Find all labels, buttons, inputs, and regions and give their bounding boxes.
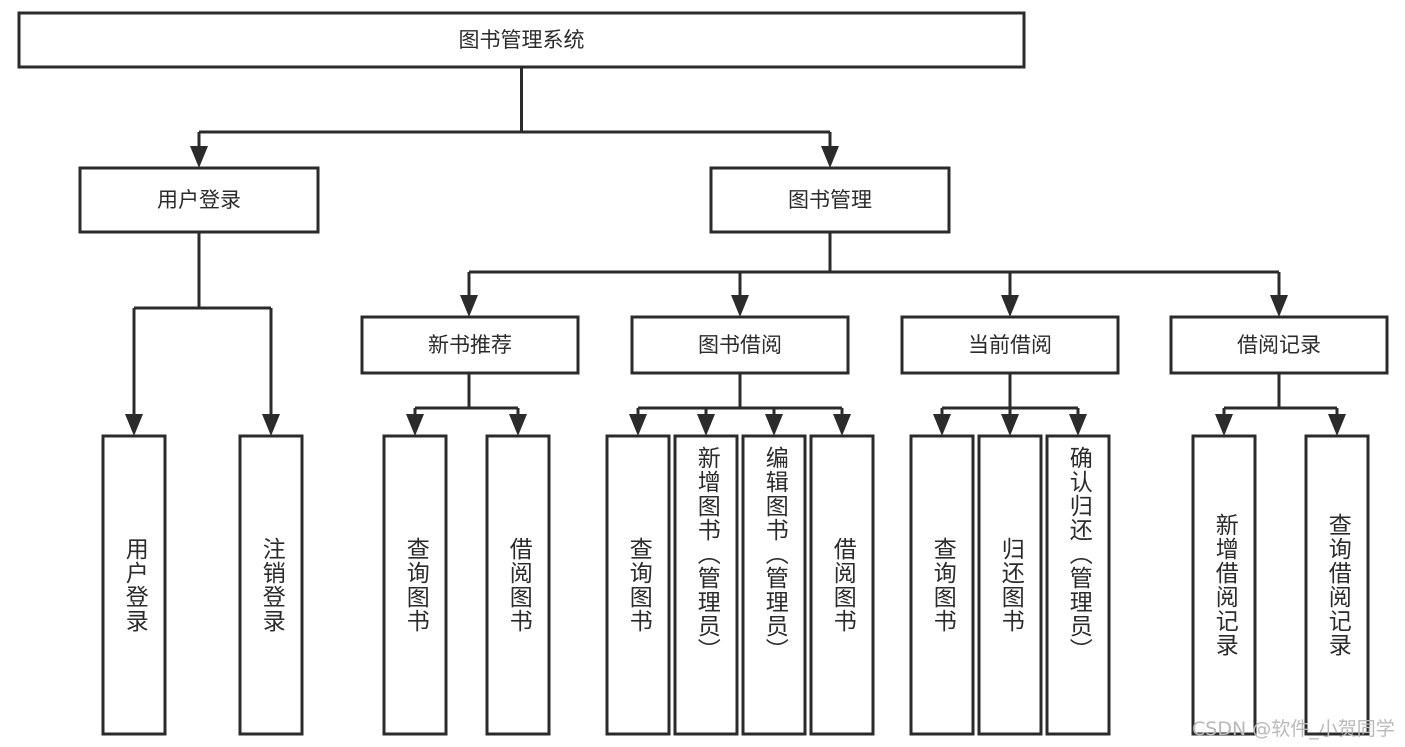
connector-layer — [125, 67, 1346, 436]
leaf-box-layer — [101, 434, 1370, 736]
leaf-box-edit-book[interactable] — [741, 434, 807, 736]
node-current-borrow-label: 当前借阅 — [968, 333, 1052, 357]
node-new-book-recommend-box[interactable] — [360, 315, 580, 375]
node-current-borrow-box[interactable] — [900, 315, 1120, 375]
arrowhead-to-book-borrow — [731, 295, 749, 317]
connector-root-bus — [197, 67, 832, 152]
arrowhead-leaf-query-book-b — [629, 414, 647, 436]
node-book-borrow-label: 图书借阅 — [698, 333, 782, 357]
node-user-login-label: 用户登录 — [157, 188, 241, 212]
arrowhead-leaf-user-login — [125, 414, 143, 436]
arrowhead-leaf-add-book — [697, 414, 715, 436]
node-root-label: 图书管理系统 — [459, 28, 585, 52]
node-borrow-record[interactable]: 借阅记录 — [1169, 315, 1389, 375]
node-book-manage-box[interactable] — [709, 166, 951, 234]
leaf-box-logout[interactable] — [238, 434, 304, 736]
leaf-box-add-record[interactable] — [1191, 434, 1257, 736]
leaf-box-query-record[interactable] — [1304, 434, 1370, 736]
connector-book-borrow-bus — [636, 373, 844, 420]
node-new-book-recommend-label: 新书推荐 — [428, 333, 512, 357]
node-user-login[interactable]: 用户登录 — [78, 166, 320, 234]
arrowhead-leaf-borrow-book-a — [509, 414, 527, 436]
leaf-box-user-login[interactable] — [101, 434, 167, 736]
arrowhead-to-current-borrow — [1001, 295, 1019, 317]
node-book-manage-label: 图书管理 — [788, 188, 872, 212]
arrowhead-leaf-add-record — [1215, 414, 1233, 436]
leaf-box-confirm-return[interactable] — [1045, 434, 1111, 736]
arrowhead-leaf-logout — [262, 414, 280, 436]
leaf-box-query-book-c[interactable] — [909, 434, 975, 736]
arrowhead-leaf-confirm-return — [1069, 414, 1087, 436]
node-root[interactable]: 图书管理系统 — [17, 11, 1026, 69]
connector-user-login-bus — [132, 232, 273, 420]
arrowhead-leaf-query-book-c — [933, 414, 951, 436]
leaf-box-return-book[interactable] — [977, 434, 1043, 736]
connector-book-manage-bus — [467, 232, 1281, 301]
arrowhead-leaf-query-book-a — [406, 414, 424, 436]
arrowhead-to-borrow-record — [1270, 295, 1288, 317]
arrowhead-to-book-manage — [821, 146, 839, 168]
node-new-book-recommend[interactable]: 新书推荐 — [360, 315, 580, 375]
arrowhead-leaf-borrow-book-b — [833, 414, 851, 436]
arrowhead-to-user-login — [190, 146, 208, 168]
node-user-login-box[interactable] — [78, 166, 320, 234]
leaf-box-query-book-a[interactable] — [382, 434, 448, 736]
node-borrow-record-box[interactable] — [1169, 315, 1389, 375]
csdn-watermark: CSDN @软件_小贺同学 — [1192, 718, 1395, 740]
leaf-box-borrow-book-a[interactable] — [485, 434, 551, 736]
arrowhead-to-new-book-rec — [460, 295, 478, 317]
connector-borrow-record-bus — [1222, 373, 1339, 420]
node-book-borrow-box[interactable] — [630, 315, 850, 375]
arrowhead-leaf-edit-book — [765, 414, 783, 436]
node-borrow-record-label: 借阅记录 — [1237, 333, 1321, 357]
node-current-borrow[interactable]: 当前借阅 — [900, 315, 1120, 375]
leaf-box-query-book-b[interactable] — [605, 434, 671, 736]
arrowhead-leaf-query-record — [1328, 414, 1346, 436]
connector-new-book-rec-bus — [413, 373, 520, 420]
leaf-box-add-book[interactable] — [673, 434, 739, 736]
node-root-box[interactable] — [17, 11, 1026, 69]
node-book-borrow[interactable]: 图书借阅 — [630, 315, 850, 375]
arrowhead-leaf-return-book — [1001, 414, 1019, 436]
leaf-box-borrow-book-b[interactable] — [809, 434, 875, 736]
connector-current-borrow-bus — [940, 373, 1080, 420]
node-book-manage[interactable]: 图书管理 — [709, 166, 951, 234]
